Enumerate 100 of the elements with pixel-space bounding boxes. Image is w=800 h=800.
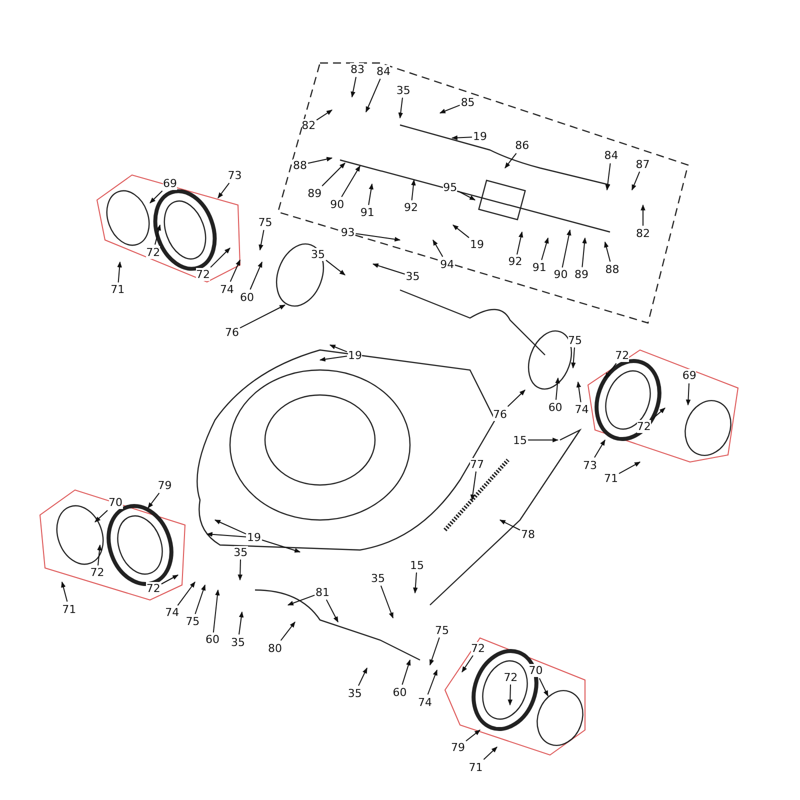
leader-line — [651, 408, 666, 420]
callout-number: 95 — [443, 180, 458, 194]
callout-number: 75 — [435, 624, 449, 636]
leader-line — [97, 544, 102, 566]
leader-line — [355, 233, 401, 242]
callout-number: 92 — [404, 201, 418, 214]
leader-line — [262, 540, 301, 553]
callout-number: 69 — [682, 369, 696, 382]
leader-line — [508, 684, 513, 706]
callout-number: 70 — [528, 664, 543, 678]
callout-number: 83 — [350, 63, 364, 76]
leader-line — [604, 241, 611, 262]
callout-number: 19 — [470, 238, 484, 250]
callout-number: 84 — [604, 149, 618, 162]
callout-number: 75 — [258, 216, 272, 229]
leader-line — [604, 362, 617, 378]
leader-line — [458, 190, 476, 200]
callout-number: 90 — [330, 198, 344, 211]
leader-line — [177, 582, 196, 606]
callout-number: 35 — [406, 270, 420, 284]
callout-number: 72 — [615, 349, 630, 362]
leader-line — [240, 304, 286, 328]
callout-number: 60 — [392, 686, 407, 699]
callout-number: 86 — [515, 139, 530, 152]
callout-number: 35 — [234, 546, 248, 558]
leader-line — [230, 259, 240, 282]
leader-line — [154, 224, 161, 246]
callout-number: 60 — [548, 400, 562, 414]
callout-number: 79 — [158, 479, 172, 492]
leader-line — [250, 261, 262, 290]
leader-line — [326, 599, 338, 623]
callout-number: 60 — [240, 290, 254, 304]
leader-line — [686, 382, 691, 406]
callout-number: 72 — [146, 246, 160, 259]
leader-line — [594, 439, 606, 458]
leader-line — [316, 110, 332, 121]
callout-number: 82 — [636, 226, 650, 240]
leader-line — [413, 572, 418, 594]
leader-line — [238, 611, 244, 635]
leader-line — [429, 637, 440, 666]
callout-number: 35 — [311, 248, 325, 260]
callout-number: 72 — [471, 642, 485, 654]
callout-number: 84 — [376, 64, 390, 78]
callout-number: 77 — [470, 458, 484, 470]
leader-line — [507, 390, 526, 407]
callout-number: 79 — [450, 740, 465, 754]
callout-number: 76 — [493, 408, 507, 420]
leader-line — [214, 520, 246, 534]
leader-line — [238, 559, 243, 581]
callout-number: 19 — [472, 130, 487, 144]
callout-number: 72 — [636, 420, 651, 433]
callout-number: 75 — [568, 334, 582, 346]
leader-line — [117, 261, 122, 283]
leader-line — [322, 162, 346, 186]
leader-line — [516, 231, 524, 255]
callout-number: 69 — [162, 176, 177, 190]
callout-number: 60 — [206, 633, 220, 646]
callout-number: 71 — [62, 602, 76, 616]
leader-line — [582, 237, 587, 268]
leader-line — [326, 260, 346, 276]
callout-number: 93 — [340, 226, 355, 239]
leader-line — [350, 76, 356, 98]
callout-number: 35 — [348, 686, 362, 700]
callout-number: 71 — [604, 472, 618, 484]
callout-number: 90 — [554, 268, 568, 282]
callout-number: 35 — [396, 84, 410, 97]
callout-number: 89 — [308, 186, 322, 200]
leader-line — [470, 471, 476, 501]
callout-number: 74 — [220, 282, 234, 296]
leader-line — [319, 356, 348, 362]
leader-line — [368, 183, 374, 206]
leader-line — [466, 730, 480, 742]
callout-number: 73 — [228, 169, 242, 182]
callout-number: 76 — [225, 326, 239, 338]
leader-line — [308, 156, 333, 164]
leader-line — [287, 594, 316, 606]
leader-line — [451, 135, 472, 140]
leader-line — [358, 667, 368, 686]
callout-number: 78 — [521, 528, 535, 540]
callout-number: 74 — [418, 696, 432, 708]
leader-line — [411, 179, 416, 201]
leader-line — [555, 377, 560, 400]
leader-line — [206, 532, 246, 538]
leader-line — [605, 162, 611, 191]
leader-line — [94, 510, 108, 522]
leader-line — [380, 585, 394, 619]
callout-number: 82 — [302, 118, 316, 132]
callout-number: 94 — [440, 258, 454, 271]
leader-line — [258, 230, 264, 251]
leader-line — [504, 152, 517, 168]
leader-line — [366, 78, 381, 113]
callout-number: 91 — [532, 260, 546, 274]
callout-number: 81 — [316, 586, 330, 599]
callout-number: 71 — [468, 760, 483, 774]
leader-line — [427, 669, 438, 695]
leader-line — [218, 182, 230, 198]
leader-line — [562, 229, 572, 268]
leader-line — [341, 165, 360, 198]
leader-line — [499, 520, 520, 530]
callout-number: 35 — [371, 572, 386, 585]
